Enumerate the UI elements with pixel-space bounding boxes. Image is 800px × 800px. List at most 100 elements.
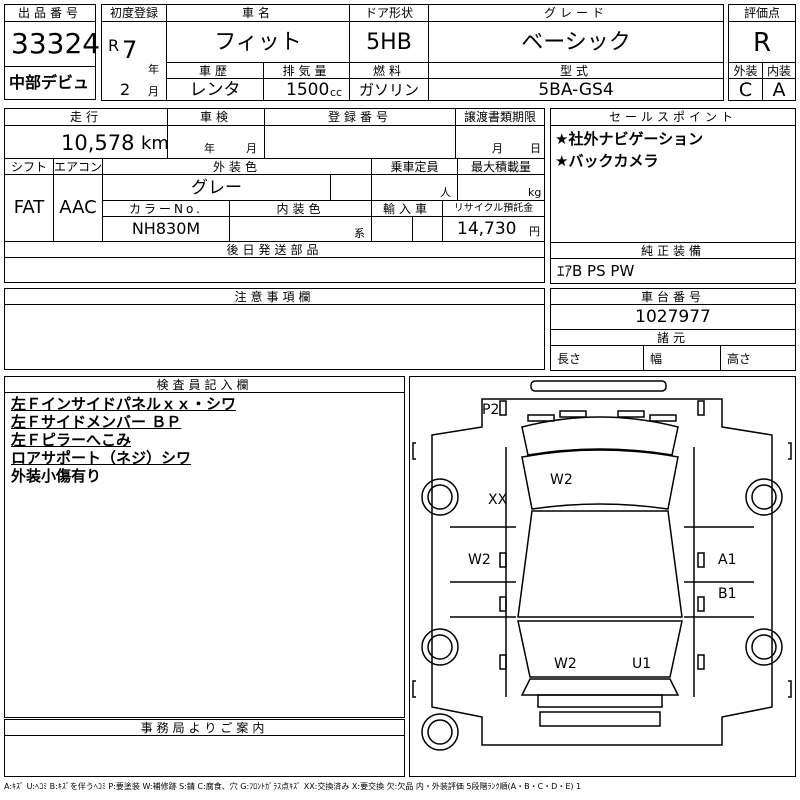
- fuel: ガソリン: [358, 81, 419, 99]
- inspector-cell: 左Ｆインサイドパネルｘｘ・シワ 左Ｆサイドメンバー ＢＰ 左Ｆピラーへこみ ロア…: [4, 392, 405, 718]
- damage-mark-w2-left: W2: [468, 552, 491, 568]
- ac-label: エアコン: [54, 160, 103, 174]
- door-cell: 5HB: [349, 21, 429, 63]
- equipment-cell: ｴｱB PS PW: [550, 258, 796, 284]
- height-label: 高さ: [727, 352, 752, 366]
- later-parts-label: 後日発送部品: [226, 243, 323, 257]
- load-unit: kg: [528, 186, 542, 199]
- door-label-cell: ドア形状: [349, 4, 429, 22]
- length-label: 長さ: [557, 352, 582, 366]
- later-parts-cell: [4, 257, 545, 283]
- recycle-unit: 円: [529, 225, 540, 238]
- office-label-cell: 事務局よりご案内: [4, 719, 405, 736]
- history-label-cell: 車歴: [166, 62, 264, 79]
- inspector-line: ロアサポート（ネジ）シワ: [11, 449, 192, 467]
- grade: ベーシック: [521, 30, 631, 55]
- type-cell: 5BA-GS4: [428, 78, 724, 101]
- transfer-month-unit: 月: [492, 142, 503, 155]
- sales-points-label-cell: セールスポイント: [550, 108, 796, 126]
- model-label: 車名: [241, 6, 274, 20]
- ac: AAC: [59, 197, 97, 218]
- int-color-unit: 系: [354, 227, 365, 240]
- grade-label: グレード: [543, 6, 608, 20]
- notes-label-cell: 注意事項欄: [4, 288, 545, 305]
- displacement-label: 排気量: [282, 64, 331, 78]
- fuel-cell: ガソリン: [349, 78, 429, 101]
- year: 7: [122, 36, 138, 64]
- fuel-label-cell: 燃料: [349, 62, 429, 79]
- ac-label-cell: エアコン: [53, 158, 103, 175]
- damage-mark-u1: U1: [632, 656, 652, 672]
- inspection-cell: 年 月: [167, 125, 265, 159]
- transfer-label-cell: 譲渡書類期限: [455, 108, 545, 126]
- load-cell: kg: [457, 174, 545, 201]
- inspector-line: 外装小傷有り: [11, 467, 102, 485]
- door-label: ドア形状: [364, 6, 413, 20]
- interior: A: [772, 79, 786, 101]
- capacity-unit: 人: [440, 186, 451, 199]
- damage-mark-w2-rear: W2: [554, 656, 577, 672]
- fuel-label: 燃料: [372, 64, 405, 78]
- height-cell: 高さ: [720, 345, 796, 371]
- inspection-label: 車検: [199, 110, 232, 124]
- shift-cell: FAT: [4, 174, 54, 242]
- legend: A:ｷｽﾞ U:ﾍｺﾐ B:ｷｽﾞを伴うﾍｺﾐ P:要塗装 W:補修跡 S:錆 …: [4, 782, 582, 791]
- sales-points-label: セールスポイント: [608, 110, 737, 124]
- first-reg-cell: R 7 年 2 月: [101, 21, 167, 101]
- equipment-label-cell: 純正装備: [550, 242, 796, 259]
- import-label-cell: 輸入車: [371, 200, 443, 217]
- interior-label: 内装: [766, 64, 791, 78]
- displacement-cell: 1500 cc: [263, 78, 350, 101]
- ext-color-label: 外装色: [212, 160, 261, 174]
- lot-number-cell: 33324: [4, 21, 100, 67]
- equipment-label: 純正装備: [640, 244, 705, 258]
- month: 2: [120, 80, 131, 99]
- color-no-cell: NH830M: [102, 216, 230, 242]
- ext-color-cell: グレー: [102, 174, 331, 201]
- length-cell: 長さ: [550, 345, 644, 371]
- inspector-line: 左Ｆピラーへこみ: [11, 431, 132, 449]
- mileage-unit: km: [141, 133, 169, 154]
- width-label: 幅: [650, 352, 663, 366]
- venue-cell: 中部デビュ: [4, 66, 96, 100]
- import-cell-2: [412, 216, 443, 242]
- score: R: [752, 28, 772, 58]
- recycle-cell: 14,730 円: [442, 216, 545, 242]
- color-no: NH830M: [131, 219, 201, 238]
- first-reg-label: 初度登録: [109, 6, 158, 20]
- inspector-line: 左Ｆインサイドパネルｘｘ・シワ: [11, 395, 237, 413]
- exterior-label: 外装: [733, 64, 758, 78]
- lot-label-cell: 出品番号: [4, 4, 96, 22]
- load-label-cell: 最大積載量: [457, 158, 545, 175]
- capacity-label-cell: 乗車定員: [371, 158, 458, 175]
- score-label-cell: 評価点: [728, 4, 796, 22]
- int-color-cell: 系: [229, 216, 372, 242]
- year-unit: 年: [148, 63, 159, 76]
- score-cell: R: [728, 21, 796, 63]
- damage-mark-b1: B1: [718, 586, 737, 602]
- damage-mark-p2: P2: [482, 402, 500, 418]
- plate-label-cell: 登録番号: [264, 108, 456, 126]
- int-color-label: 内装色: [276, 202, 325, 216]
- equipment: ｴｱB PS PW: [557, 262, 635, 280]
- mileage: 10,578: [61, 131, 135, 155]
- shift: FAT: [13, 197, 45, 218]
- grade-cell: ベーシック: [428, 21, 724, 63]
- ext-color-extra-cell: [330, 174, 372, 201]
- inspection-month-unit: 月: [246, 142, 257, 155]
- dimensions-label: 諸元: [656, 331, 689, 345]
- month-unit: 月: [148, 85, 159, 98]
- era: R: [108, 36, 120, 55]
- chassis-number: 1027977: [635, 307, 711, 327]
- recycle: 14,730: [457, 219, 517, 239]
- displacement-unit: cc: [330, 86, 343, 99]
- import-cell: [371, 216, 413, 242]
- inspection-year-unit: 年: [204, 142, 215, 155]
- exterior-label-cell: 外装: [728, 62, 763, 79]
- type-label-cell: 型式: [428, 62, 724, 79]
- model-cell: フィット: [166, 21, 350, 63]
- mileage-label-cell: 走行: [4, 108, 168, 126]
- later-parts-label-cell: 後日発送部品: [4, 241, 545, 258]
- mileage-label: 走行: [69, 110, 102, 124]
- color-no-label: カラーNo.: [129, 202, 203, 216]
